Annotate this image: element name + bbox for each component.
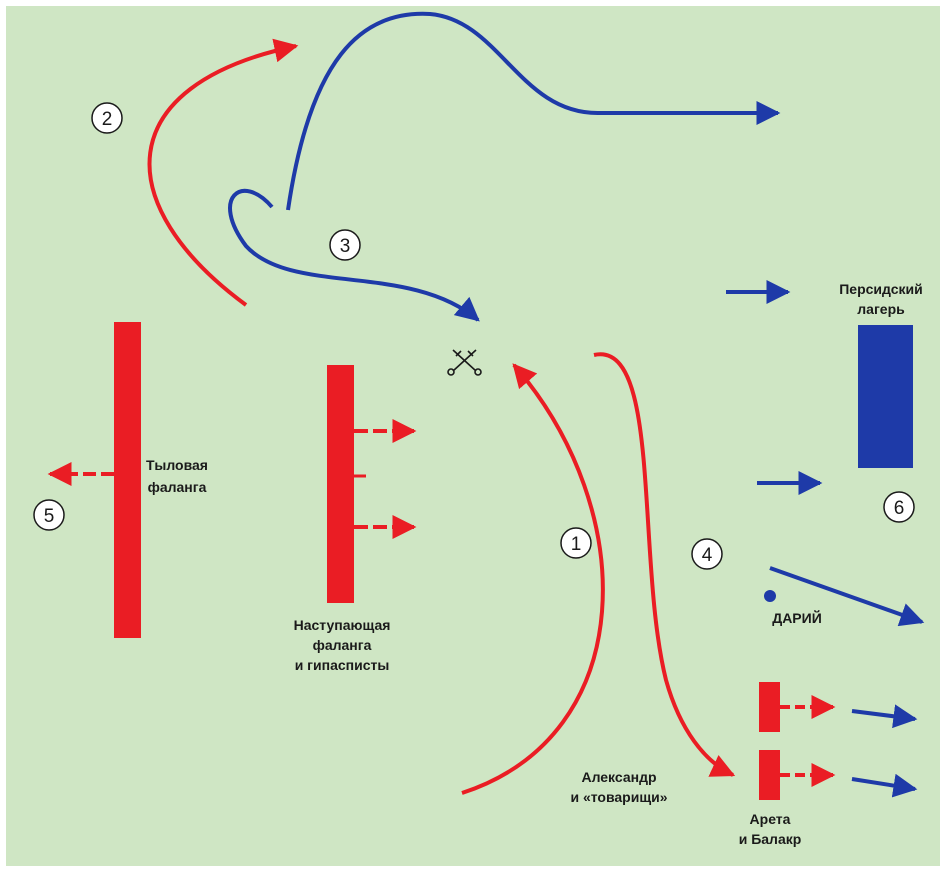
label-darius: ДАРИЙ [772,609,822,626]
rear-phalanx-unit [114,322,141,638]
advancing-phalanx-unit [327,365,354,603]
svg-text:3: 3 [340,236,351,257]
arrow-1-alexander [461,363,605,795]
svg-text:1: 1 [571,534,582,555]
label-persian-camp-line2: лагерь [857,301,905,317]
arrow-3-persian-attack [228,188,480,322]
arrow-2-left-flank [147,38,299,307]
marker-5: 5 [33,499,65,531]
label-aretas-line1: Арета [750,811,791,827]
marker-3: 3 [329,229,361,261]
label-alexander-line2: и «товарищи» [570,789,667,805]
arrow-blue-lower-lower [851,773,918,798]
label-rear-phalanx-line2: фаланга [148,479,207,495]
persian-camp-unit [858,325,913,468]
arrow-blue-lower-upper [851,704,918,729]
label-advancing-phalanx-line3: и гипасписты [295,657,390,673]
arrow-blue-big-loop [286,11,781,211]
label-advancing-phalanx-line1: Наступающая [294,617,391,633]
arrow-4-to-aretas [593,352,736,777]
marker-4: 4 [691,538,723,570]
label-advancing-phalanx-line2: фаланга [313,637,372,653]
marker-2: 2 [91,102,123,134]
label-alexander-line1: Александр [581,769,656,785]
marker-1: 1 [560,527,592,559]
label-rear-phalanx-line1: Тыловая [146,457,208,473]
aretas-unit-upper [759,682,780,732]
svg-text:4: 4 [702,545,713,566]
aretas-unit-lower [759,750,780,800]
label-persian-camp-line1: Персидский [839,281,923,297]
crossed-swords-icon [447,349,482,376]
marker-6: 6 [883,491,915,523]
darius-dot-icon [764,590,776,602]
svg-text:5: 5 [44,506,55,527]
svg-text:2: 2 [102,109,113,130]
map-background [6,6,940,866]
svg-text:6: 6 [894,498,905,519]
arrow-darius-flight [769,566,925,627]
label-aretas-line2: и Балакр [739,831,802,847]
